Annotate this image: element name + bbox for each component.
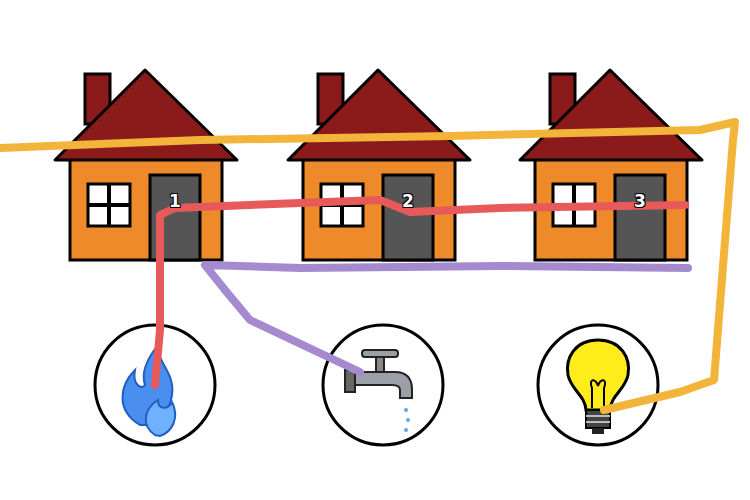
house-number: 2 [402,175,414,211]
water-circle [323,325,443,445]
house-number: 1 [169,175,181,211]
house [55,70,237,260]
house [288,70,470,260]
house-door: 3 [615,175,665,260]
house-door: 2 [383,175,433,260]
house-number: 3 [634,175,646,211]
light-bulb-icon [567,340,628,434]
house [520,70,702,260]
water-tap-icon [345,350,412,432]
house-door: 1 [150,175,200,260]
water-line [205,265,688,372]
electric-circle [538,325,658,445]
gas-line [155,200,685,385]
electric-line [0,122,735,410]
gas-flame-icon [123,345,176,436]
